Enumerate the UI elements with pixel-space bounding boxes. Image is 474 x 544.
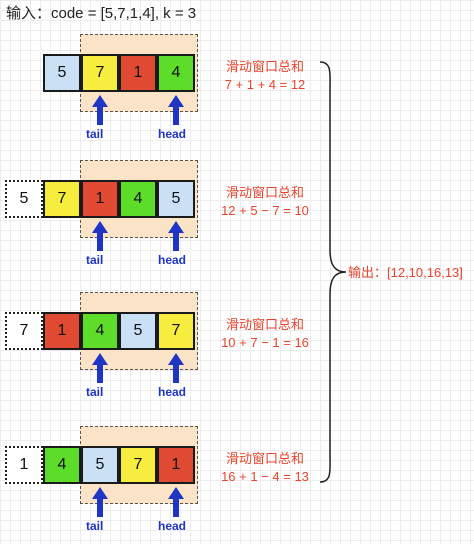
head-arrow-icon <box>168 487 184 517</box>
window-sum-expression: 12 + 5 − 7 = 10 <box>221 203 309 218</box>
removed-cell: 7 <box>5 312 43 350</box>
array-cell: 5 <box>81 446 119 484</box>
array-cell: 7 <box>81 54 119 92</box>
array-cell: 1 <box>81 180 119 218</box>
array-cell: 4 <box>43 446 81 484</box>
tail-arrow-icon <box>92 487 108 517</box>
array-cell: 5 <box>119 312 157 350</box>
window-sum: 滑动窗口总和 16 + 1 − 4 = 13 <box>190 450 340 486</box>
tail-arrow-icon <box>92 221 108 251</box>
window-sum-title: 滑动窗口总和 <box>225 59 304 74</box>
window-sum-title: 滑动窗口总和 <box>225 317 304 332</box>
head-arrow-icon <box>168 95 184 125</box>
window-sum: 滑动窗口总和 10 + 7 − 1 = 16 <box>190 316 340 352</box>
window-sum-title: 滑动窗口总和 <box>225 185 304 200</box>
array-cell: 4 <box>157 54 195 92</box>
removed-cell: 5 <box>5 180 43 218</box>
head-label: head <box>158 127 187 141</box>
output-brace <box>319 61 347 483</box>
tail-arrow-icon <box>92 353 108 383</box>
input-title: 输入：code = [5,7,1,4], k = 3 <box>6 5 197 22</box>
array-cell: 4 <box>119 180 157 218</box>
array-cell: 5 <box>43 54 81 92</box>
tail-label: tail <box>86 127 104 141</box>
array-cell: 1 <box>119 54 157 92</box>
head-arrow-icon <box>168 353 184 383</box>
array-cell: 7 <box>157 312 195 350</box>
array-cell: 7 <box>43 180 81 218</box>
head-arrow-icon <box>168 221 184 251</box>
array-cell: 4 <box>81 312 119 350</box>
head-label: head <box>158 385 187 399</box>
removed-cell: 1 <box>5 446 43 484</box>
tail-arrow-icon <box>92 95 108 125</box>
tail-label: tail <box>86 385 104 399</box>
output-label: 输出：[12,10,16,13] <box>348 265 463 280</box>
array-cell: 1 <box>43 312 81 350</box>
window-sum-title: 滑动窗口总和 <box>225 451 304 466</box>
head-label: head <box>158 519 187 533</box>
head-label: head <box>158 253 187 267</box>
array-cell: 7 <box>119 446 157 484</box>
tail-label: tail <box>86 253 104 267</box>
tail-label: tail <box>86 519 104 533</box>
window-sum-expression: 10 + 7 − 1 = 16 <box>221 335 309 350</box>
window-sum-expression: 7 + 1 + 4 = 12 <box>224 77 306 92</box>
window-sum: 滑动窗口总和 12 + 5 − 7 = 10 <box>190 184 340 220</box>
array-cell: 5 <box>157 180 195 218</box>
array-cell: 1 <box>157 446 195 484</box>
window-sum-expression: 16 + 1 − 4 = 13 <box>221 469 309 484</box>
window-sum: 滑动窗口总和 7 + 1 + 4 = 12 <box>190 58 340 94</box>
